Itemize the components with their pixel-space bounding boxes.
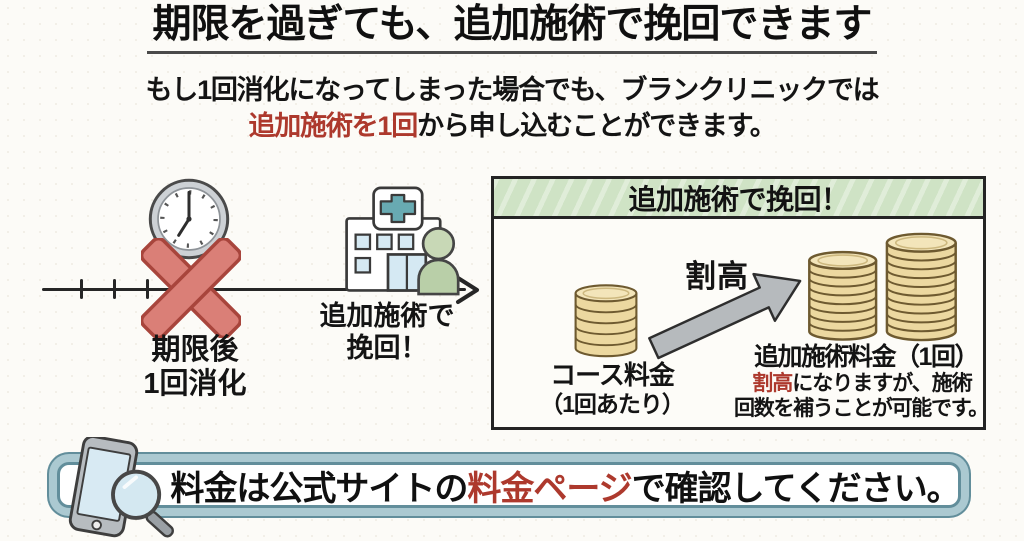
timeline-tick <box>146 279 149 299</box>
timeline-axis <box>42 288 466 291</box>
note-line1-rest: になりますが、施術 <box>792 372 973 395</box>
coin-stack-small-icon <box>574 284 638 358</box>
arrowhead-icon <box>456 276 479 304</box>
course-price-sublabel: （1回あたり） <box>540 391 685 417</box>
premium-label: 割高 <box>685 259 749 294</box>
hospital-icon <box>345 186 460 296</box>
clock-icon <box>148 178 230 260</box>
patient-head <box>421 227 456 261</box>
recover-label-line1: 追加施術で <box>319 301 455 331</box>
subtitle: もし1回消化になってしまった場合でも、ブランクリニックでは 追加施術を1回から申… <box>0 72 1024 144</box>
coin-stacks-tall-icon <box>808 232 957 342</box>
x-mark-icon <box>141 238 241 338</box>
note-line1: 割高になりますが、施術 <box>734 367 990 397</box>
subtitle-highlight: 追加施術を1回 <box>248 111 418 141</box>
footer-banner: 料金は公式サイトの料金ページで確認してください。 <box>57 462 961 508</box>
header: 期限を過ぎても、追加施術で挽回できます <box>0 3 1024 54</box>
recover-label: 追加施術で 挽回！ <box>297 301 477 365</box>
subtitle-line1: もし1回消化になってしまった場合でも、ブランクリニックでは <box>0 72 1024 108</box>
expired-label-line2: 1回消化 <box>143 368 247 401</box>
recovery-box: 追加施術で挽回！ 割高 コース料金 （1回あたり） 追加施術料金（1回） <box>491 176 989 430</box>
recovery-box-title: 追加施術で挽回！ <box>628 183 849 215</box>
subtitle-line2-rest: から申し込むことができます。 <box>417 111 777 141</box>
footer-banner-text: 料金は公式サイトの料金ページで確認してください。 <box>60 465 960 508</box>
subtitle-line2: 追加施術を1回から申し込むことができます。 <box>0 108 1024 144</box>
note-line2: 回数を補うことが可能です。 <box>734 397 989 420</box>
recovery-box-header: 追加施術で挽回！ <box>494 179 983 219</box>
smartphone-icon <box>68 437 174 538</box>
course-price-label: コース料金 <box>550 360 675 390</box>
magnifier-icon <box>111 469 174 538</box>
timeline-tick <box>113 279 116 299</box>
recover-label-line2: 挽回！ <box>346 332 428 363</box>
subtitle-line1-text: もし1回消化になってしまった場合でも、ブランクリニックでは <box>145 75 880 105</box>
timeline-tick <box>80 279 83 299</box>
patient-body <box>417 258 460 296</box>
banner-highlight: 料金ページ <box>467 469 632 508</box>
expired-label: 期限後 1回消化 <box>105 333 285 401</box>
banner-part2: で確認してください。 <box>631 469 961 508</box>
additional-price-label: 追加施術料金（1回） <box>754 343 979 371</box>
up-arrow-icon <box>648 272 802 360</box>
page-title: 期限を過ぎても、追加施術で挽回できます <box>146 3 878 54</box>
expired-label-line1: 期限後 <box>151 334 239 366</box>
note-highlight: 割高 <box>752 372 793 395</box>
banner-part1: 料金は公式サイトの <box>170 469 468 508</box>
